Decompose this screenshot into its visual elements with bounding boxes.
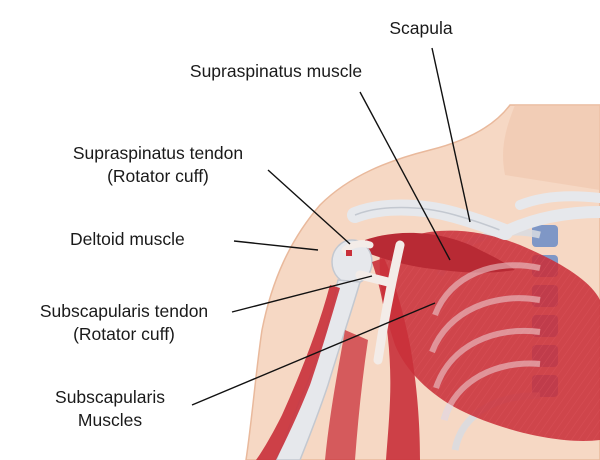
leader-subscapularis-muscles <box>191 302 436 406</box>
label-subscapularis-muscles-line1: Subscapularis <box>55 387 165 407</box>
label-deltoid-muscle: Deltoid muscle <box>70 228 230 251</box>
label-subscapularis-tendon-line1: Subscapularis tendon <box>39 301 209 321</box>
label-supraspinatus-tendon-line1: Supraspinatus tendon <box>72 143 244 163</box>
neck-shading <box>503 105 600 190</box>
label-subscapularis-tendon: Subscapularis tendon (Rotator cuff) <box>14 300 234 346</box>
label-subscapularis-tendon-line2: (Rotator cuff) <box>73 324 175 344</box>
leader-deltoid <box>233 240 319 251</box>
scapula-bone <box>347 191 600 240</box>
leader-subscapularis-tendon <box>231 275 373 313</box>
label-deltoid-muscle-text: Deltoid muscle <box>70 229 185 249</box>
leader-lines <box>191 47 471 406</box>
label-subscapularis-muscles: Subscapularis Muscles <box>40 386 180 432</box>
leader-supraspinatus-muscle <box>359 91 451 261</box>
label-subscapularis-muscles-line2: Muscles <box>77 410 143 430</box>
label-scapula-text: Scapula <box>389 18 453 38</box>
label-scapula: Scapula <box>376 17 466 40</box>
tendons <box>341 240 405 365</box>
label-supraspinatus-tendon-line2: (Rotator cuff) <box>107 166 209 186</box>
label-supraspinatus-muscle: Supraspinatus muscle <box>166 60 386 83</box>
leader-scapula <box>431 47 471 223</box>
leader-supraspinatus-tendon <box>267 169 351 245</box>
ribs-overlay <box>429 262 541 421</box>
label-supraspinatus-muscle-text: Supraspinatus muscle <box>189 61 363 81</box>
label-supraspinatus-tendon: Supraspinatus tendon (Rotator cuff) <box>48 142 268 188</box>
